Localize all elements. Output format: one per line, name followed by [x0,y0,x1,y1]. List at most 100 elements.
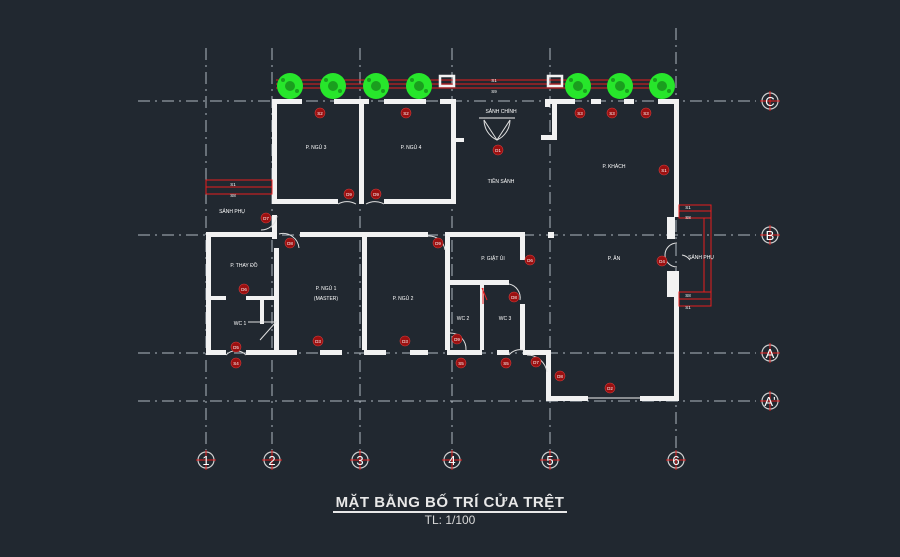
room-label-thay-do: P. THAY ĐỒ [230,262,257,269]
room-label-sanh-chinh: SẢNH CHÍNH [485,108,517,115]
svg-text:S2: S2 [403,111,409,116]
svg-text:D7: D7 [263,216,269,221]
axis-label-5: 5 [546,453,553,468]
plant-icon [607,73,633,99]
room-label-ngu2: P. NGỦ 2 [393,295,414,302]
tag-d1: D1 [492,144,504,156]
tag-s8-right-lower: S8 [685,293,691,298]
tag-s2: S2 [400,107,412,119]
axis-label-3: 3 [356,453,363,468]
axis-label-4: 4 [448,453,455,468]
svg-text:D2: D2 [607,386,613,391]
axis-bubble-a-prime: A' [760,391,780,411]
tag-s1-left: S1 [230,182,236,187]
svg-text:D7: D7 [533,360,539,365]
tag-d6: D6 [238,283,250,295]
tag-d4: D4 [656,255,668,267]
axis-bubble-6: 6 [666,450,686,470]
plants [277,73,675,99]
axis-label-c: C [765,94,774,109]
plant-icon [649,73,675,99]
svg-text:D1: D1 [495,148,501,153]
axis-label-1: 1 [202,453,209,468]
svg-text:S1: S1 [685,205,691,210]
tag-d7: D7 [530,356,542,368]
svg-text:D3: D3 [315,339,321,344]
svg-text:D6: D6 [527,258,533,263]
plant-icon [406,73,432,99]
axis-bubble-1: 1 [196,450,216,470]
plant-icon [363,73,389,99]
room-labels: P. NGỦ 3 P. NGỦ 4 SẢNH CHÍNH TIỀN SẢNH P… [219,108,714,327]
axis-bubble-b: B [760,225,780,245]
tag-d9: D9 [432,237,444,249]
room-label-wc3: WC 3 [499,316,512,322]
room-label-master: (MASTER) [314,296,339,302]
svg-text:S1: S1 [491,78,497,83]
drawing-scale: TL: 1/100 [424,513,476,527]
room-label-an: P. ĂN [608,255,621,262]
svg-text:D5: D5 [233,345,239,350]
room-label-wc2: WC 2 [457,316,470,322]
axis-label-a-prime: A' [764,394,775,409]
tag-s8-right: S8 [685,215,691,220]
svg-text:D6: D6 [241,287,247,292]
svg-text:S5: S5 [458,361,464,366]
room-label-wc1: WC 1 [234,321,247,327]
tag-d3: D3 [399,335,411,347]
svg-text:D4: D4 [659,259,665,264]
room-label-sanh-phu-right: SẢNH PHỤ [688,254,714,261]
tag-d6: D6 [524,254,536,266]
svg-text:S8: S8 [685,293,691,298]
tag-d7: D7 [260,212,272,224]
axis-bubble-c: C [760,91,780,111]
svg-text:S1: S1 [661,168,667,173]
svg-text:S8: S8 [685,215,691,220]
svg-text:S5: S5 [503,361,509,366]
tag-d9: D9 [343,188,355,200]
tag-s5: S5 [455,357,467,369]
tag-s1: S1 [658,164,670,176]
svg-text:D9: D9 [454,337,460,342]
tag-d2: D2 [604,382,616,394]
tag-s9-top: S9 [491,89,497,94]
drawing-title-text: MẶT BẰNG BỐ TRÍ CỬA TRỆT [332,494,568,513]
axis-bubble-2: 2 [262,450,282,470]
axis-label-b: B [766,228,775,243]
tag-s5: S5 [500,357,512,369]
plant-icon [277,73,303,99]
room-label-ngu3: P. NGỦ 3 [306,144,327,151]
svg-text:S1: S1 [685,305,691,310]
tag-s4: S4 [230,357,242,369]
room-label-giat-ui: P. GIẶT ỦI [481,255,504,262]
opening-tags: S2 S2 S1 S9 S3 S3 S3 D1 S1 S1 S8 D9 D9 D… [230,78,691,394]
window-markers [205,179,712,307]
svg-text:D9: D9 [373,192,379,197]
svg-text:S3: S3 [643,111,649,116]
tag-s3: S3 [606,107,618,119]
tag-d3: D3 [312,335,324,347]
svg-text:D9: D9 [346,192,352,197]
plant-icon [320,73,346,99]
svg-text:D8: D8 [511,295,517,300]
tag-s8-left: S8 [230,193,236,198]
tag-d8: D8 [508,291,520,303]
svg-text:S4: S4 [233,361,239,366]
axis-label-2: 2 [268,453,275,468]
axis-bubble-5: 5 [540,450,560,470]
tag-s3: S3 [640,107,652,119]
axis-bubbles: 1 2 3 4 5 6 C [196,91,780,470]
tag-s2: S2 [314,107,326,119]
svg-text:S3: S3 [609,111,615,116]
room-label-tien-sanh: TIỀN SẢNH [488,178,515,185]
axis-label-a: A [766,346,775,361]
plant-icon [565,73,591,99]
door-swings [225,117,691,373]
drawing-title: MẶT BẰNG BỐ TRÍ CỬA TRỆT [0,494,900,513]
tag-s3: S3 [574,107,586,119]
tag-d5: D5 [230,341,242,353]
svg-text:D9: D9 [435,241,441,246]
room-label-ngu4: P. NGỦ 4 [401,144,422,151]
tag-d8: D8 [284,237,296,249]
axis-label-6: 6 [672,453,679,468]
